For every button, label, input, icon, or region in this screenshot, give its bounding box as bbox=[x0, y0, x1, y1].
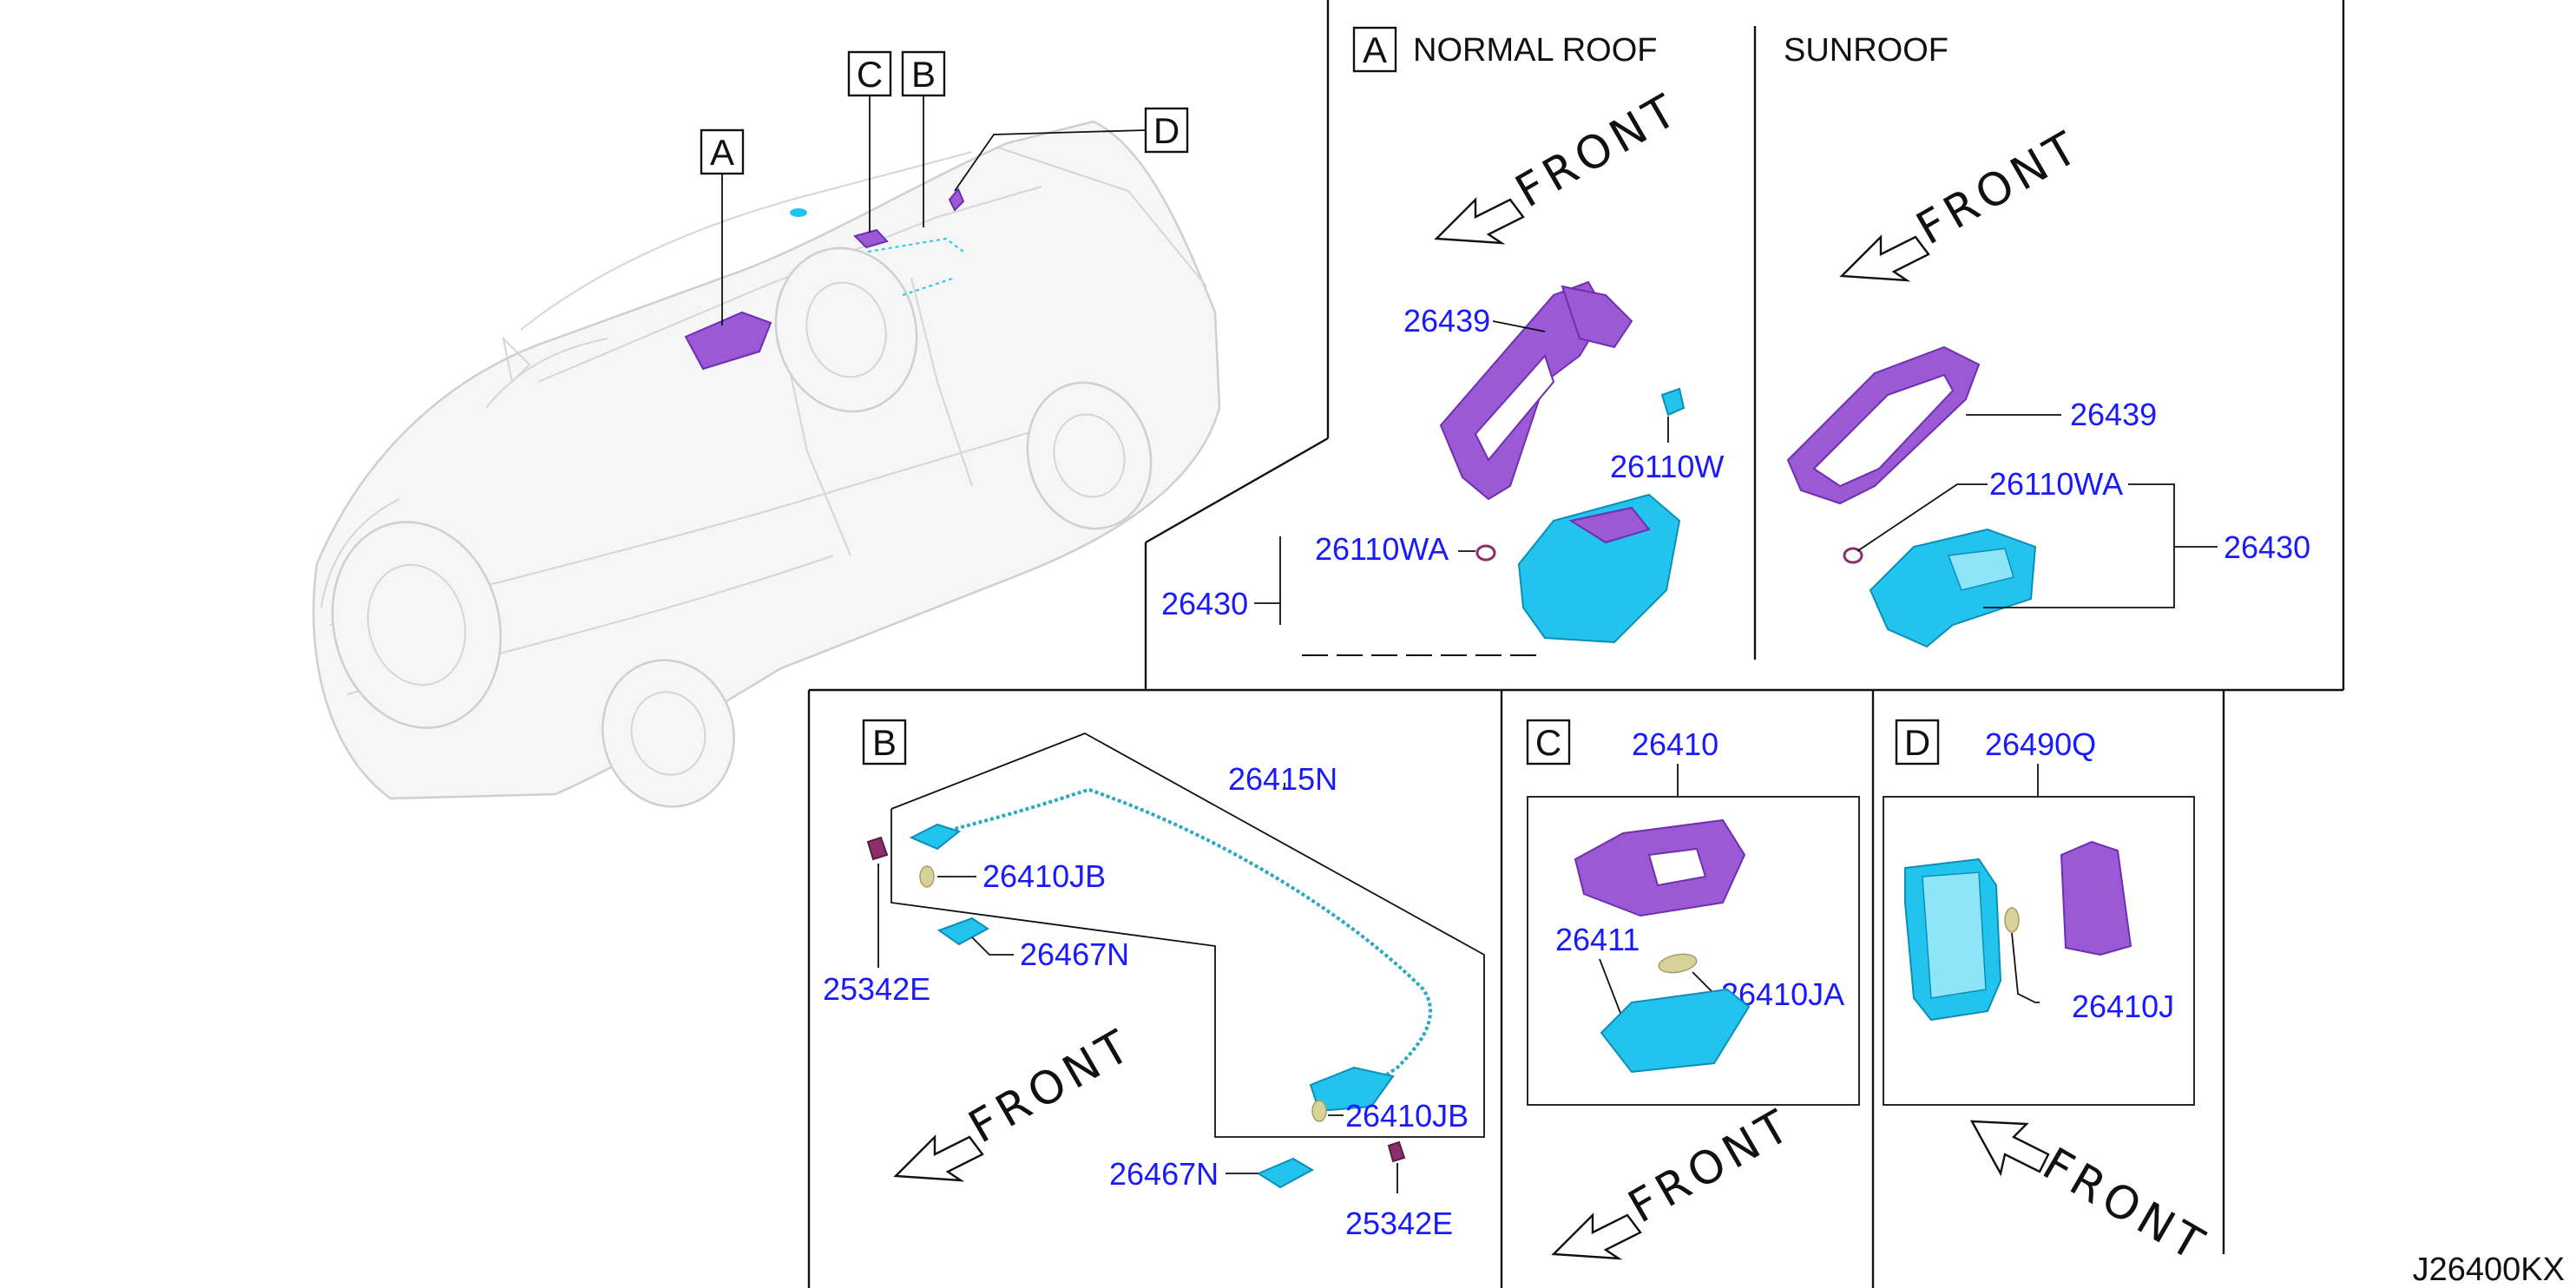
label-26410jb-right: 26410JB bbox=[1345, 1098, 1469, 1134]
front-arrow-normal: FRONT bbox=[1434, 82, 1690, 245]
label-26467n-left: 26467N bbox=[1020, 936, 1129, 972]
label-25342e-left: 25342E bbox=[823, 971, 930, 1007]
label-26430-sunroof: 26430 bbox=[2224, 529, 2310, 565]
label-26439-sunroof: 26439 bbox=[2070, 397, 2157, 432]
callout-b: B bbox=[901, 50, 946, 227]
label-26110wa-normal: 26110WA bbox=[1315, 531, 1449, 567]
label-26430-normal: 26430 bbox=[1161, 586, 1248, 621]
normal-socket-shape bbox=[1660, 387, 1686, 417]
panel-d: D 26490Q 26410J FRONT bbox=[1883, 719, 2217, 1273]
front-arrow-sunroof: FRONT bbox=[1839, 120, 2091, 282]
callout-d-letter: D bbox=[1153, 110, 1180, 151]
callout-d: D bbox=[954, 107, 1189, 192]
car-part-d bbox=[948, 187, 965, 212]
panel-d-letter: D bbox=[1904, 722, 1930, 763]
callout-a: A bbox=[700, 128, 745, 325]
label-26490q: 26490Q bbox=[1985, 726, 2096, 762]
front-label-normal: FRONT bbox=[1508, 82, 1690, 218]
normal-roof-title: NORMAL ROOF bbox=[1413, 32, 1658, 69]
panel-c-letter: C bbox=[1535, 722, 1561, 763]
harness-cable bbox=[936, 787, 1433, 1087]
panel-c: C 26410 26410JA 26411 FRONT bbox=[1526, 719, 1860, 1260]
front-label-c: FRONT bbox=[1620, 1098, 1803, 1233]
diagram-code: J26400KX bbox=[2413, 1252, 2565, 1288]
label-26410jb-left: 26410JB bbox=[982, 858, 1106, 894]
front-label-sunroof: FRONT bbox=[1909, 120, 2091, 255]
d-assembly-shape bbox=[2060, 840, 2132, 956]
c-lens-shape bbox=[1600, 988, 1751, 1074]
callout-a-letter: A bbox=[710, 132, 734, 173]
sunroof-title: SUNROOF bbox=[1784, 32, 1948, 69]
callout-c: C bbox=[847, 50, 892, 233]
car-part-a bbox=[684, 311, 772, 371]
front-arrow-b: FRONT bbox=[893, 1018, 1143, 1182]
front-label-d: FRONT bbox=[2034, 1138, 2217, 1273]
panel-a: A NORMAL ROOF SUNROOF FRONT FRONT 26439 … bbox=[1161, 26, 2310, 656]
label-26439-normal: 26439 bbox=[1403, 303, 1490, 338]
label-26110w: 26110W bbox=[1610, 449, 1724, 484]
vehicle-overview bbox=[312, 120, 1221, 808]
panel-borders bbox=[807, 0, 2345, 1288]
front-label-b: FRONT bbox=[961, 1018, 1143, 1153]
label-26410: 26410 bbox=[1632, 726, 1718, 762]
sunroof-lamp-shape bbox=[1869, 528, 2037, 648]
label-25342e-right: 25342E bbox=[1345, 1206, 1453, 1241]
panel-a-letter: A bbox=[1363, 30, 1387, 70]
callout-b-letter: B bbox=[911, 54, 936, 95]
label-26467n-right: 26467N bbox=[1109, 1156, 1219, 1192]
label-26411: 26411 bbox=[1555, 922, 1640, 957]
front-arrow-d: FRONT bbox=[1969, 1120, 2217, 1273]
callout-c-letter: C bbox=[857, 54, 883, 95]
front-arrow-c: FRONT bbox=[1551, 1098, 1803, 1260]
panel-b-letter: B bbox=[872, 722, 897, 763]
panel-b: B 26415N 26410JB 26467N 25342E FRONT 264… bbox=[823, 719, 1485, 1241]
label-26415n: 26415N bbox=[1228, 761, 1337, 797]
label-26410j: 26410J bbox=[2072, 989, 2174, 1024]
label-26110wa-sunroof: 26110WA bbox=[1989, 466, 2123, 502]
